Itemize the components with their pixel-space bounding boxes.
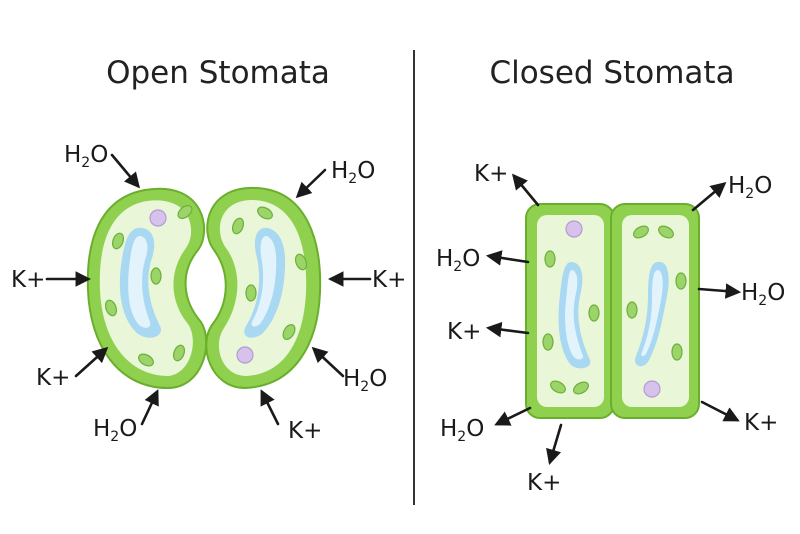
nucleus bbox=[643, 380, 661, 398]
label-k: K+ bbox=[527, 470, 561, 496]
arrow-in bbox=[110, 153, 141, 189]
closed-stomata-title: Closed Stomata bbox=[489, 55, 734, 91]
chloroplast bbox=[542, 333, 554, 351]
label-h2o: H2O bbox=[64, 142, 108, 171]
arrow-in bbox=[311, 346, 345, 378]
label-k: K+ bbox=[11, 267, 45, 293]
chloroplast bbox=[658, 225, 674, 239]
closed-stomata-labels: K+ H2O H2O H2O K+ H2O K+ K+ bbox=[436, 161, 785, 496]
chloroplast bbox=[588, 304, 600, 322]
nucleus bbox=[236, 346, 254, 364]
arrow-out bbox=[546, 423, 563, 465]
chloroplast bbox=[544, 250, 556, 268]
arrow-in bbox=[295, 168, 327, 199]
chloroplast bbox=[573, 381, 589, 395]
chloroplast bbox=[104, 299, 118, 317]
open-left-guard-cell bbox=[86, 187, 208, 390]
chloroplast bbox=[138, 353, 154, 367]
label-k: K+ bbox=[474, 161, 508, 187]
label-h2o: H2O bbox=[741, 280, 785, 309]
chloroplast bbox=[245, 284, 257, 302]
closed-stomata-arrows bbox=[485, 173, 742, 465]
label-h2o: H2O bbox=[440, 416, 484, 445]
arrow-out bbox=[494, 406, 532, 426]
label-h2o: H2O bbox=[93, 416, 137, 445]
arrow-in bbox=[74, 346, 109, 378]
label-k: K+ bbox=[447, 319, 481, 345]
label-k: K+ bbox=[744, 410, 778, 436]
chloroplast bbox=[282, 324, 296, 340]
chloroplast bbox=[257, 206, 273, 220]
chloroplast bbox=[671, 343, 683, 361]
label-h2o: H2O bbox=[728, 173, 772, 202]
chloroplast bbox=[550, 380, 566, 394]
chloroplast bbox=[675, 272, 687, 290]
label-k: K+ bbox=[36, 365, 70, 391]
nucleus bbox=[149, 209, 167, 227]
chloroplast bbox=[231, 217, 245, 235]
open-stomata-title: Open Stomata bbox=[106, 55, 330, 91]
arrow-out bbox=[700, 400, 740, 422]
arrow-out bbox=[512, 173, 540, 207]
label-h2o: H2O bbox=[343, 366, 387, 395]
arrow-out bbox=[485, 250, 530, 266]
label-h2o: H2O bbox=[436, 246, 480, 275]
label-h2o: H2O bbox=[331, 158, 375, 187]
arrow-in bbox=[260, 389, 280, 426]
open-stomata-arrows bbox=[45, 153, 372, 426]
arrow-out bbox=[691, 181, 727, 212]
chloroplast bbox=[172, 344, 186, 362]
nucleus bbox=[565, 220, 583, 238]
chloroplast bbox=[177, 204, 193, 220]
open-stomata-cells bbox=[86, 186, 322, 390]
chloroplast bbox=[633, 225, 649, 239]
vacuole bbox=[558, 262, 591, 369]
arrow-out bbox=[697, 283, 742, 299]
label-k: K+ bbox=[288, 418, 322, 444]
label-k: K+ bbox=[372, 267, 406, 293]
arrow-out bbox=[485, 321, 530, 338]
open-right-guard-cell bbox=[205, 186, 322, 390]
closed-stomata-cells bbox=[525, 203, 700, 419]
arrow-in bbox=[140, 389, 159, 426]
open-stomata-labels: H2O H2O K+ K+ K+ H2O H2O K+ bbox=[11, 142, 406, 445]
closed-left-guard-cell bbox=[525, 203, 615, 419]
chloroplast bbox=[626, 301, 638, 319]
chloroplast bbox=[111, 232, 125, 250]
chloroplast bbox=[294, 253, 308, 271]
closed-right-guard-cell bbox=[610, 203, 700, 419]
chloroplast bbox=[150, 267, 162, 285]
